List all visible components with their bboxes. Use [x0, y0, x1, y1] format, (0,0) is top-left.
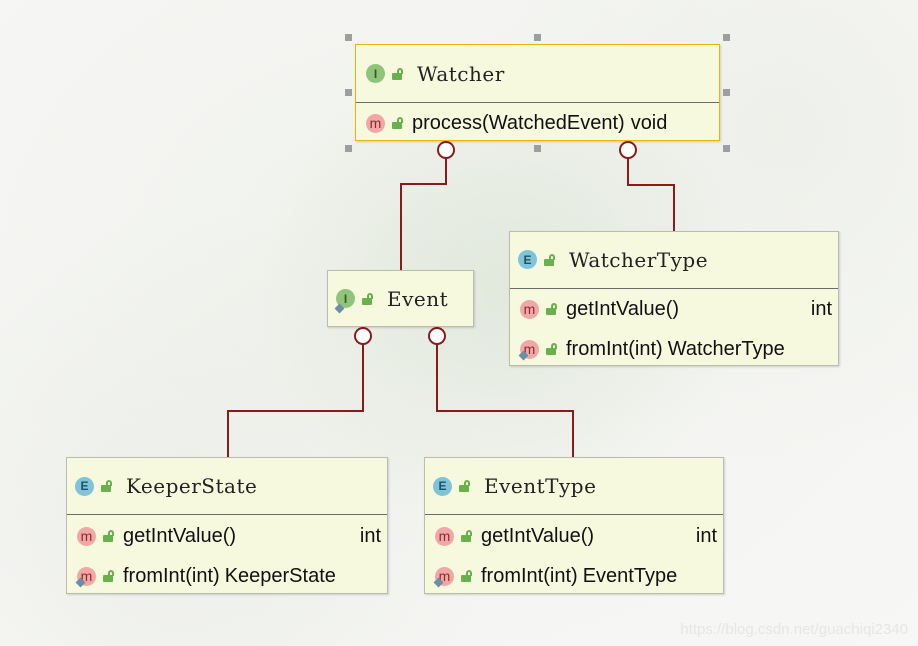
- node-header: I Watcher: [356, 45, 719, 102]
- public-lock-icon: [102, 530, 114, 542]
- method-name: process(WatchedEvent): [412, 112, 625, 135]
- selection-handle[interactable]: [345, 34, 352, 41]
- node-title: WatcherType: [569, 248, 708, 272]
- method-name: getIntValue(): [566, 298, 679, 321]
- enum-icon: E: [75, 477, 94, 496]
- method-name: getIntValue(): [123, 525, 236, 548]
- method-icon: m: [366, 114, 385, 133]
- node-event[interactable]: I Event: [327, 270, 474, 327]
- selection-handle[interactable]: [534, 34, 541, 41]
- method-row[interactable]: m getIntValue() int: [425, 519, 723, 553]
- public-lock-icon: [100, 480, 112, 492]
- interface-icon: I: [366, 64, 385, 83]
- method-name: fromInt(int): [123, 565, 220, 588]
- method-row[interactable]: m getIntValue() int: [510, 292, 838, 326]
- divider: [67, 514, 387, 515]
- public-lock-icon: [391, 117, 403, 129]
- divider: [356, 102, 719, 103]
- node-keeperstate[interactable]: E KeeperState m getIntValue() int m from…: [66, 457, 388, 594]
- selection-handle[interactable]: [345, 145, 352, 152]
- method-type: int: [811, 298, 832, 321]
- selection-handle[interactable]: [723, 89, 730, 96]
- method-row[interactable]: m fromInt(int) KeeperState: [67, 559, 387, 593]
- public-lock-icon: [460, 570, 472, 582]
- method-type: WatcherType: [668, 338, 785, 361]
- public-lock-icon: [391, 68, 403, 80]
- method-type: int: [360, 525, 381, 548]
- public-lock-icon: [543, 254, 555, 266]
- node-title: KeeperState: [126, 474, 257, 498]
- divider: [510, 288, 838, 289]
- public-lock-icon: [545, 303, 557, 315]
- connector-watcher-event: [401, 159, 446, 270]
- connector-end-circle: [429, 328, 445, 344]
- connector-end-circle: [620, 142, 636, 158]
- public-lock-icon: [102, 570, 114, 582]
- selection-handle[interactable]: [723, 145, 730, 152]
- method-icon: m: [77, 527, 96, 546]
- selection-handle[interactable]: [345, 89, 352, 96]
- node-title: Watcher: [417, 62, 505, 86]
- method-row[interactable]: m fromInt(int) WatcherType: [510, 332, 838, 366]
- node-header: I Event: [328, 271, 473, 326]
- connector-watcher-watchertype: [628, 158, 674, 231]
- public-lock-icon: [458, 480, 470, 492]
- selection-handle[interactable]: [723, 34, 730, 41]
- method-type: EventType: [583, 565, 678, 588]
- method-row[interactable]: m getIntValue() int: [67, 519, 387, 553]
- node-header: E KeeperState: [67, 458, 387, 514]
- method-type: void: [631, 112, 668, 135]
- public-lock-icon: [361, 293, 373, 305]
- method-row[interactable]: m fromInt(int) EventType: [425, 559, 723, 593]
- node-watcher[interactable]: I Watcher m process(WatchedEvent) void: [355, 44, 720, 141]
- enum-icon: E: [518, 250, 537, 269]
- method-name: fromInt(int): [481, 565, 578, 588]
- enum-icon: E: [433, 477, 452, 496]
- node-eventtype[interactable]: E EventType m getIntValue() int m fromIn…: [424, 457, 724, 594]
- node-title: EventType: [484, 474, 596, 498]
- method-icon: m: [520, 300, 539, 319]
- public-lock-icon: [545, 343, 557, 355]
- method-type: int: [696, 525, 717, 548]
- selection-handle[interactable]: [534, 145, 541, 152]
- method-type: KeeperState: [225, 565, 336, 588]
- divider: [425, 514, 723, 515]
- node-title: Event: [387, 287, 448, 311]
- connector-event-keeperstate: [228, 344, 363, 457]
- node-header: E WatcherType: [510, 232, 838, 287]
- connector-end-circle: [355, 328, 371, 344]
- method-name: getIntValue(): [481, 525, 594, 548]
- watermark: https://blog.csdn.net/guachiqi2340: [680, 621, 908, 638]
- method-icon: m: [435, 527, 454, 546]
- connector-end-circle: [438, 142, 454, 158]
- node-watchertype[interactable]: E WatcherType m getIntValue() int m from…: [509, 231, 839, 366]
- public-lock-icon: [460, 530, 472, 542]
- method-row[interactable]: m process(WatchedEvent) void: [356, 106, 719, 140]
- method-name: fromInt(int): [566, 338, 663, 361]
- node-header: E EventType: [425, 458, 723, 514]
